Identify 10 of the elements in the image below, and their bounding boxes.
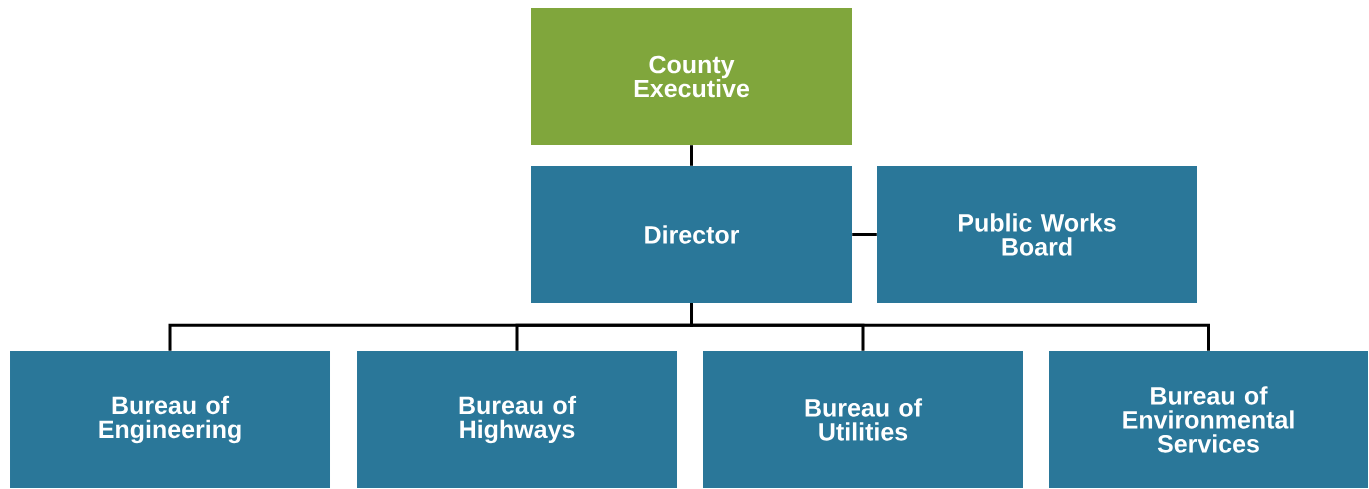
org-box: County Executive <box>531 8 852 145</box>
connector-line <box>852 233 877 236</box>
connector-line <box>690 303 1210 351</box>
org-box: Public Works Board <box>877 166 1197 303</box>
org-box: Bureau of Engineering <box>10 351 330 488</box>
org-box: Bureau of Utilities <box>703 351 1023 488</box>
connector-line <box>690 145 693 166</box>
org-box: Director <box>531 166 852 303</box>
org-box: Bureau of Highways <box>357 351 677 488</box>
org-box: Bureau of Environmental Services <box>1049 351 1368 488</box>
